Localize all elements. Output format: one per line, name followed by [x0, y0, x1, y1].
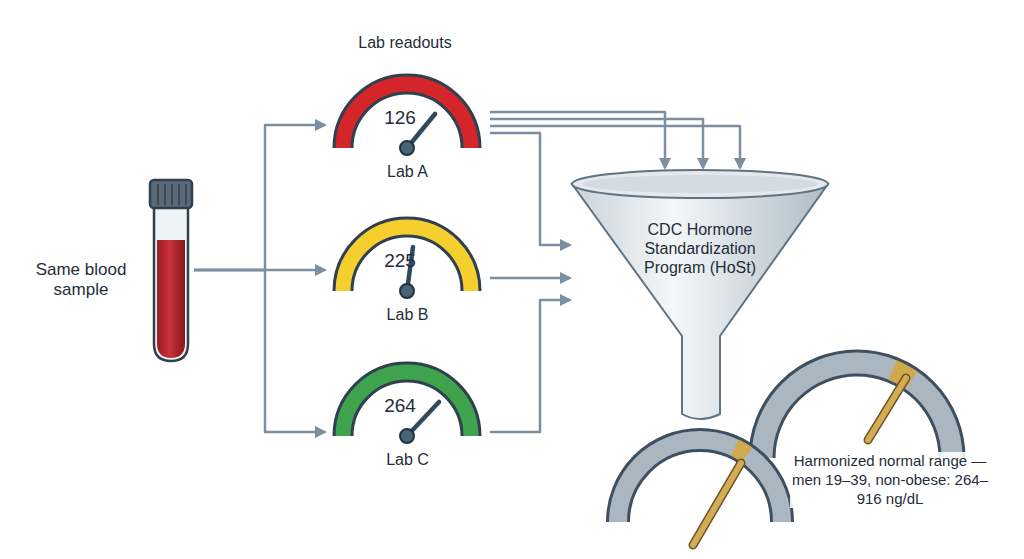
- gauge-needle-outline: [868, 378, 906, 440]
- blood-tube: [148, 178, 194, 363]
- lab-name: Lab B: [325, 305, 490, 324]
- funnel-shape: [570, 168, 830, 423]
- connector-arrow: [194, 270, 325, 432]
- gauge-needle: [868, 378, 906, 440]
- range-note: Harmonized normal range — men 19–39, non…: [790, 452, 990, 508]
- gauge-node: 126Lab A: [325, 80, 490, 185]
- gauge-band: [618, 440, 782, 522]
- gauge-node: 264Lab C: [325, 368, 490, 473]
- readout-value: 225: [355, 250, 445, 273]
- gauge-outline: [618, 440, 782, 522]
- connector-arrow: [194, 269, 325, 272]
- connector-arrow: [194, 125, 325, 270]
- gauge-band: [762, 363, 952, 458]
- program-name: CDC Hormone Standardization Program (HoS…: [625, 220, 775, 278]
- lab-name: Lab C: [325, 450, 490, 469]
- readout-value: 126: [355, 107, 445, 130]
- connector-arrow: [490, 119, 703, 168]
- gauge-needle: [693, 463, 741, 545]
- lab-name: Lab A: [325, 162, 490, 181]
- connector-arrow: [490, 277, 570, 280]
- funnel-node: CDC Hormone Standardization Program (HoS…: [570, 168, 830, 423]
- connector-arrow: [490, 133, 570, 245]
- gauge-needle-outline: [693, 463, 741, 545]
- sample-tube: Same blood sample: [148, 178, 194, 363]
- connector-arrow: [490, 112, 665, 168]
- gauge-mark: [735, 448, 747, 455]
- gauge-outline: [762, 363, 952, 458]
- node-title: Same blood sample: [22, 260, 140, 301]
- connector-arrow: [490, 126, 740, 168]
- section-heading: Lab readouts: [335, 33, 475, 53]
- connector-arrow: [490, 300, 570, 432]
- readout-value: 264: [355, 395, 445, 418]
- gauge-node: 225Lab B: [325, 223, 490, 328]
